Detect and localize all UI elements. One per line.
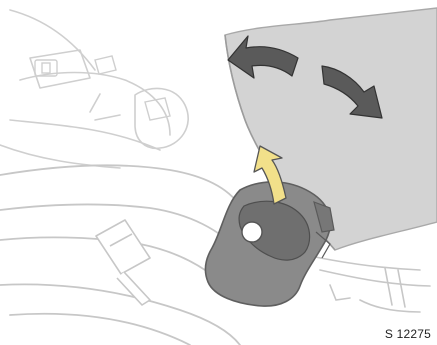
figure-code: S 12275 xyxy=(385,327,431,341)
recline-lever xyxy=(205,182,334,306)
console-details xyxy=(35,56,170,120)
seat-rail xyxy=(305,255,430,312)
seat-belt-buckle xyxy=(96,220,150,305)
dashboard-outline xyxy=(0,10,188,168)
